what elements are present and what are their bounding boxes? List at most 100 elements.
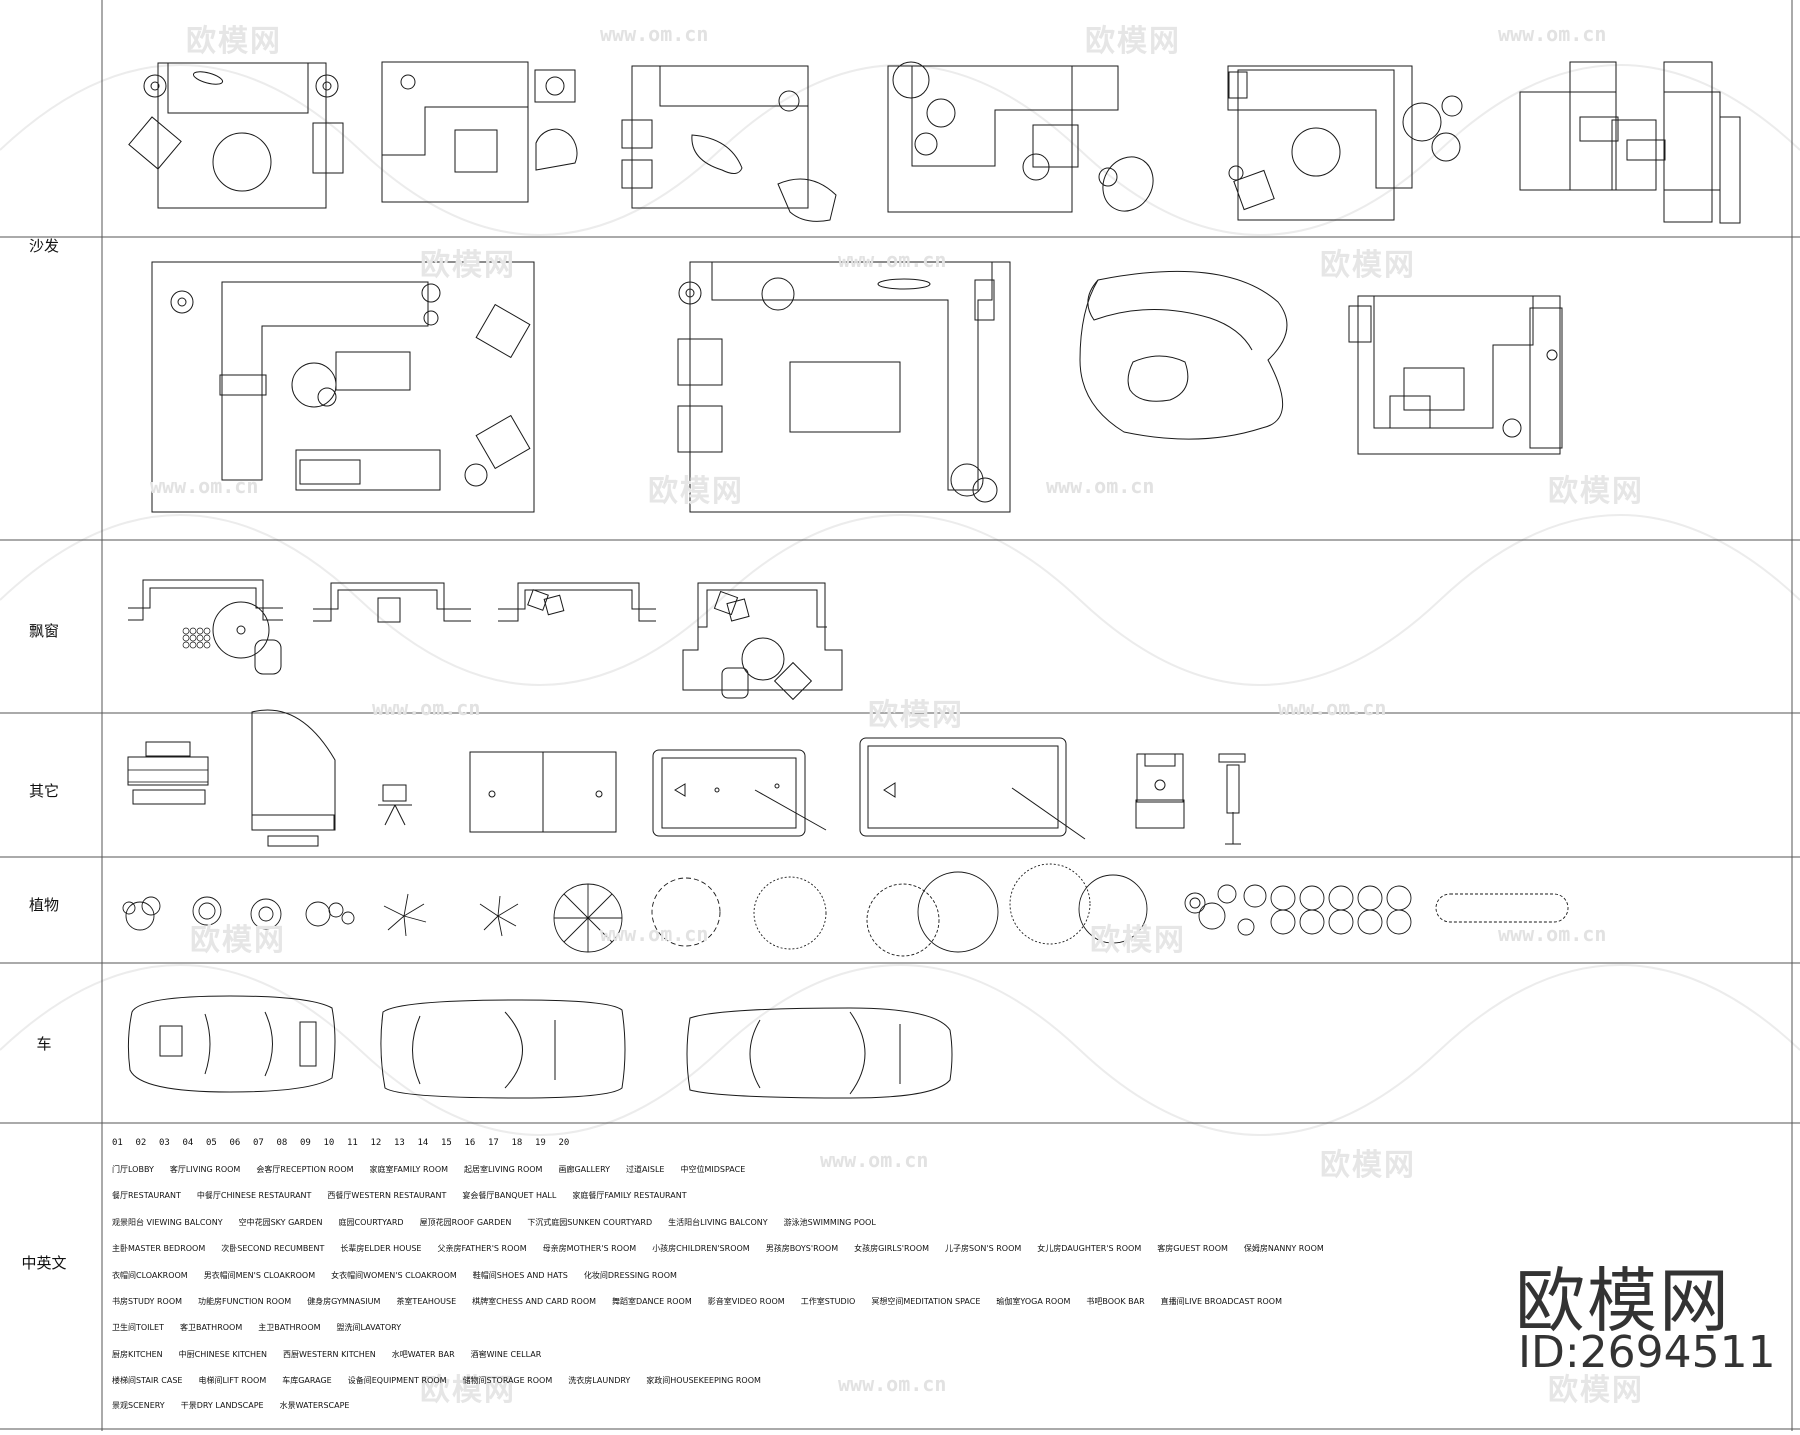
legend-item: 观景阳台 VIEWING BALCONY <box>112 1218 223 1227</box>
watermark-brand: 欧模网 <box>420 248 516 283</box>
bay-window-4 <box>682 582 843 701</box>
bay-window-2 <box>313 582 471 623</box>
watermark-url: www.om.cn <box>838 1372 947 1396</box>
legend-item: 下沉式庭园SUNKEN COURTYARD <box>527 1218 653 1227</box>
car-3 <box>686 1007 953 1099</box>
legend-item: 车库GARAGE <box>282 1376 332 1385</box>
number-label: 18 <box>511 1138 523 1148</box>
number-label: 05 <box>206 1138 217 1148</box>
legend-item: 主卧MASTER BEDROOM <box>112 1244 206 1253</box>
row-label-sofa: 沙发 <box>28 237 59 255</box>
watermark-brand: 欧模网 <box>648 474 744 509</box>
watermark-brand: 欧模网 <box>1548 1373 1644 1408</box>
number-label: 04 <box>182 1138 194 1148</box>
legend-item: 厨房KITCHEN <box>112 1350 163 1359</box>
legend-item: 客厅LIVING ROOM <box>169 1165 241 1174</box>
sofa-set-10 <box>1348 295 1563 455</box>
sofa-set-5 <box>1227 65 1463 221</box>
legend-item: 功能房FUNCTION ROOM <box>198 1297 292 1306</box>
number-label: 13 <box>394 1138 405 1148</box>
legend-item: 宴会餐厅BANQUET HALL <box>462 1191 557 1200</box>
legend-item: 卫生间TOILET <box>112 1323 164 1332</box>
legend-item: 中空位MIDSPACE <box>680 1165 746 1174</box>
number-label: 03 <box>159 1138 170 1148</box>
legend-item: 客卫BATHROOM <box>179 1323 243 1332</box>
legend-item: 舞蹈室DANCE ROOM <box>612 1297 692 1306</box>
number-label: 06 <box>229 1138 241 1148</box>
legend-item: 西厨WESTERN KITCHEN <box>283 1350 376 1359</box>
watermark-url: www.om.cn <box>1498 22 1607 46</box>
fitness-machine <box>1135 753 1185 829</box>
watermark-url: www.om.cn <box>1278 696 1387 720</box>
watermark-brand: 欧模网 <box>1085 24 1181 59</box>
number-label: 15 <box>441 1138 452 1148</box>
watermark-brand: 欧模网 <box>1320 1148 1416 1183</box>
sofa-set-8 <box>677 261 1011 513</box>
legend-item: 洗衣房LAUNDRY <box>568 1376 631 1385</box>
watermark-url: www.om.cn <box>1046 474 1155 498</box>
legend-item: 庭园COURTYARD <box>338 1218 404 1227</box>
legend-item: 小孩房CHILDREN'SROOM <box>652 1244 750 1253</box>
legend-item: 景观SCENERY <box>112 1401 165 1410</box>
legend-item: 父亲房FATHER'S ROOM <box>437 1244 527 1253</box>
row-label-cars: 车 <box>36 1035 52 1053</box>
legend-item: 鞋帽间SHOES AND HATS <box>472 1271 568 1280</box>
legend-item: 会客厅RECEPTION ROOM <box>256 1165 354 1174</box>
legend-item: 屋顶花园ROOF GARDEN <box>419 1218 512 1227</box>
row-label-plants: 植物 <box>28 896 59 914</box>
legend-item: 中餐厅CHINESE RESTAURANT <box>196 1191 312 1200</box>
watermark-brand: 欧模网 <box>186 24 282 59</box>
number-label: 08 <box>276 1138 288 1148</box>
row-label-other: 其它 <box>28 782 59 800</box>
car-2 <box>380 999 626 1099</box>
legend-item: 保姆房NANNY ROOM <box>1243 1244 1324 1253</box>
weight-bench <box>1218 753 1246 845</box>
sofa-set-4 <box>887 61 1154 213</box>
number-label: 16 <box>464 1138 476 1148</box>
watermark-brand: 欧模网 <box>190 923 286 958</box>
legend-item: 空中花园SKY GARDEN <box>238 1218 323 1227</box>
watermark-url: www.om.cn <box>600 922 709 946</box>
legend-item: 生活阳台LIVING BALCONY <box>668 1218 768 1227</box>
legend-item: 主卫BATHROOM <box>258 1323 321 1332</box>
row-label-bay-window: 飘窗 <box>28 622 59 640</box>
legend-item: 长辈房ELDER HOUSE <box>340 1244 422 1253</box>
legend-item: 家庭室FAMILY ROOM <box>369 1165 449 1174</box>
legend-item: 门厅LOBBY <box>112 1165 154 1174</box>
number-label: 10 <box>323 1138 335 1148</box>
grand-piano <box>251 709 336 847</box>
legend-item: 健身房GYMNASIUM <box>307 1297 381 1306</box>
plant-symbols <box>122 863 1569 957</box>
drum-stool <box>378 784 412 826</box>
number-label: 19 <box>535 1138 546 1148</box>
watermark-url: www.om.cn <box>820 1148 929 1172</box>
pool-table-2 <box>859 737 1086 840</box>
number-label: 20 <box>558 1138 570 1148</box>
legend-item: 直播间LIVE BROADCAST ROOM <box>1160 1297 1282 1306</box>
legend-item: 游泳池SWIMMING POOL <box>783 1218 876 1227</box>
watermark-url: www.om.cn <box>1498 922 1607 946</box>
legend-item: 母亲房MOTHER'S ROOM <box>542 1244 637 1253</box>
legend-item: 过道AISLE <box>626 1165 665 1174</box>
legend-item: 男衣帽间MEN'S CLOAKROOM <box>203 1271 316 1280</box>
legend-line: 门厅LOBBY 客厅LIVING ROOM 会客厅RECEPTION ROOM 家庭室… <box>112 1164 761 1175</box>
watermark-brand: 欧模网 <box>420 1373 516 1408</box>
sofa-set-2 <box>381 61 578 203</box>
legend-item: 水吧WATER BAR <box>391 1350 455 1359</box>
legend-item: 客房GUEST ROOM <box>1157 1244 1228 1253</box>
watermark-brand: 欧模网 <box>1548 474 1644 509</box>
sofa-set-3 <box>621 65 837 222</box>
legend-item: 书房STUDY ROOM <box>112 1297 183 1306</box>
legend-item: 女衣帽间WOMEN'S CLOAKROOM <box>331 1271 457 1280</box>
legend-item: 冥想空间MEDITATION SPACE <box>871 1297 981 1306</box>
car-1 <box>127 995 336 1093</box>
